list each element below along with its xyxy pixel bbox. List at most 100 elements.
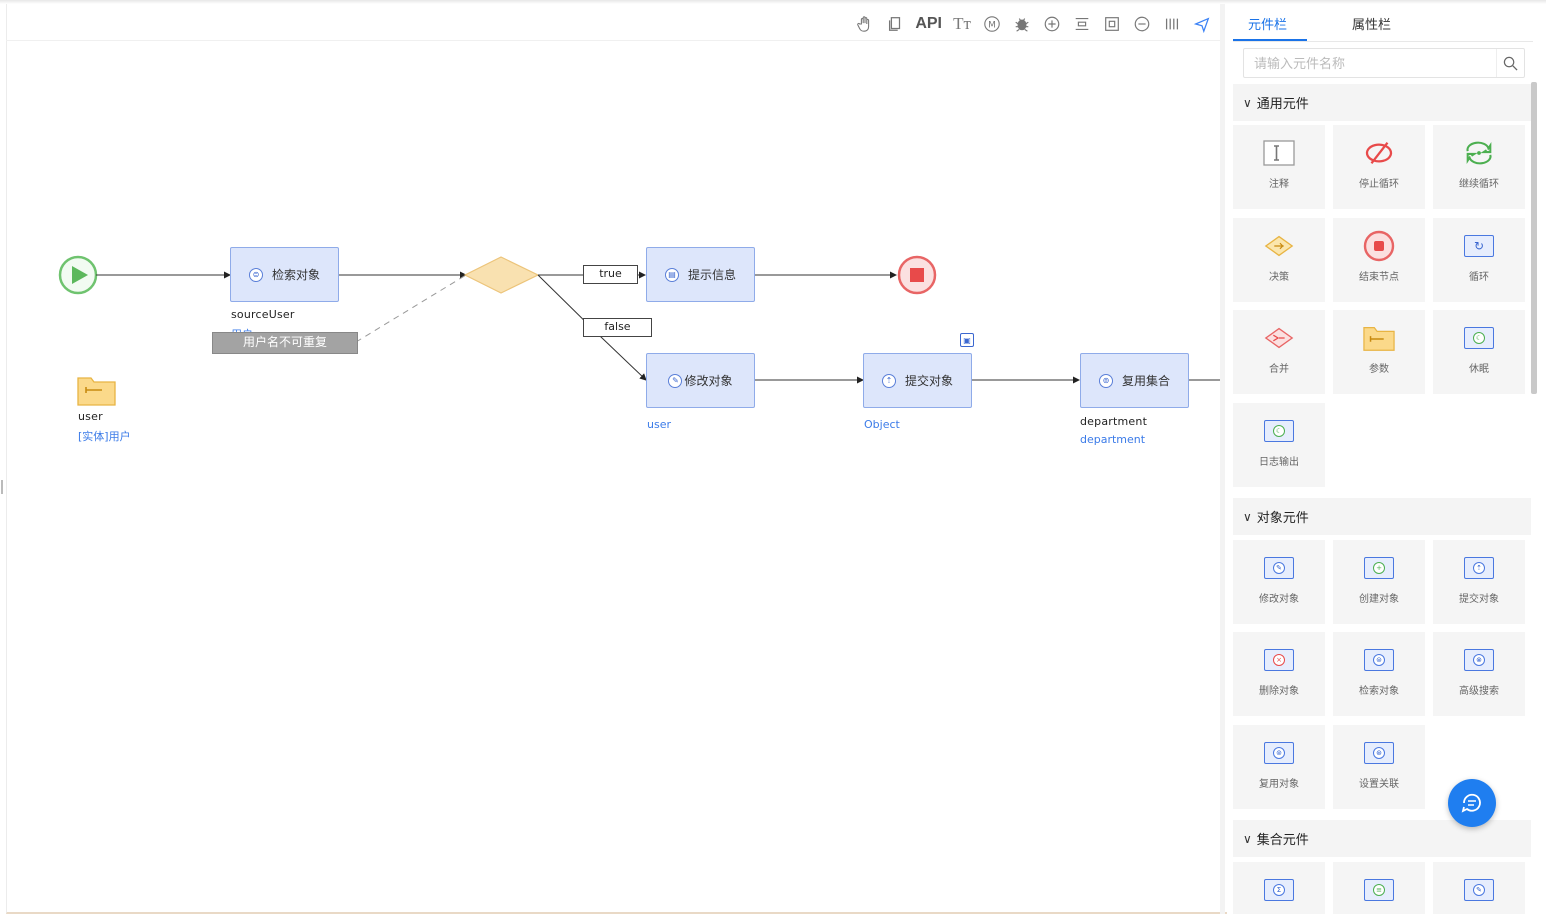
save-icon[interactable]: ▣ bbox=[960, 333, 974, 347]
section-title: 通用元件 bbox=[1256, 97, 1309, 112]
edge-label-false: false bbox=[583, 318, 652, 337]
component-set-association[interactable]: ⊛ 设置关联 bbox=[1333, 725, 1425, 809]
component-label: 提交对象 bbox=[1459, 594, 1499, 605]
component-collection-list[interactable]: ≡ bbox=[1333, 862, 1425, 914]
component-log-output[interactable]: ☾ 日志输出 bbox=[1233, 403, 1325, 487]
component-label: 复用对象 bbox=[1259, 779, 1299, 790]
component-label: 决策 bbox=[1269, 272, 1289, 283]
component-label: 创建对象 bbox=[1359, 594, 1399, 605]
component-comment[interactable]: 注释 bbox=[1233, 125, 1325, 209]
node-title: 检索对象 bbox=[271, 268, 320, 282]
panel-splitter[interactable] bbox=[1220, 4, 1225, 914]
reuse-icon: ⊚ bbox=[1263, 739, 1295, 767]
panel-tabs: 元件栏 属性栏 bbox=[1233, 4, 1533, 42]
component-advanced-search[interactable]: ⊗ 高级搜索 bbox=[1433, 632, 1525, 716]
retrieve-object-node[interactable]: ⊜ 检索对象 bbox=[230, 247, 339, 302]
text-format-icon[interactable]: Tт bbox=[953, 14, 971, 33]
edit-icon: ✎ bbox=[1463, 876, 1495, 904]
component-loop[interactable]: ↻ 循环 bbox=[1433, 218, 1525, 302]
stop-loop-icon bbox=[1363, 139, 1395, 167]
zoom-in-icon[interactable] bbox=[1042, 13, 1062, 35]
component-create-object[interactable]: + 创建对象 bbox=[1333, 540, 1425, 624]
commit-object-node[interactable]: ⇡ 提交对象 bbox=[863, 353, 972, 408]
assistant-fab-button[interactable] bbox=[1448, 779, 1496, 827]
edge-label-true: true bbox=[583, 265, 638, 284]
hand-icon[interactable] bbox=[855, 13, 875, 35]
sleep-icon: ☾ bbox=[1463, 324, 1495, 352]
top-shadow bbox=[0, 0, 1546, 4]
notify-message-node[interactable]: ▤ 提示信息 bbox=[646, 247, 755, 302]
component-label: 删除对象 bbox=[1259, 686, 1299, 697]
tab-properties[interactable]: 属性栏 bbox=[1352, 18, 1392, 33]
node-var-label: sourceUser bbox=[231, 308, 295, 321]
end-node-icon bbox=[1363, 230, 1395, 262]
node-type-label: Object bbox=[864, 418, 900, 431]
zoom-out-icon[interactable] bbox=[1132, 13, 1152, 35]
component-label: 休眠 bbox=[1469, 364, 1489, 375]
columns-icon[interactable] bbox=[1162, 13, 1182, 35]
m-icon[interactable]: M bbox=[982, 13, 1002, 35]
node-var-label: department bbox=[1080, 415, 1148, 428]
folder-icon bbox=[77, 377, 116, 406]
component-label: 停止循环 bbox=[1359, 179, 1399, 190]
sigma-icon: Σ bbox=[1263, 876, 1295, 904]
align-icon[interactable] bbox=[1072, 13, 1092, 35]
edit-icon: ✎ bbox=[1263, 554, 1295, 582]
api-button[interactable]: API bbox=[915, 15, 942, 32]
component-continue-loop[interactable]: 继续循环 bbox=[1433, 125, 1525, 209]
component-stop-loop[interactable]: 停止循环 bbox=[1333, 125, 1425, 209]
canvas-toolbar: API Tт M bbox=[855, 12, 1212, 36]
list-icon: ≡ bbox=[1363, 876, 1395, 904]
component-retrieve-object[interactable]: ⊜ 检索对象 bbox=[1333, 632, 1425, 716]
svg-text:M: M bbox=[988, 21, 996, 31]
param-type: [实体]用户 bbox=[78, 430, 131, 443]
section-general[interactable]: ∨ 通用元件 bbox=[1233, 84, 1531, 121]
flow-canvas[interactable]: API Tт M bbox=[6, 4, 1220, 914]
start-node[interactable] bbox=[58, 255, 98, 295]
component-label: 修改对象 bbox=[1259, 594, 1299, 605]
debug-bug-icon[interactable] bbox=[1012, 13, 1032, 35]
section-object[interactable]: ∨ 对象元件 bbox=[1233, 498, 1531, 535]
component-collection-sum[interactable]: Σ bbox=[1233, 862, 1325, 914]
node-type-label: user bbox=[647, 418, 671, 431]
node-title: 复用集合 bbox=[1121, 374, 1170, 388]
component-parameter[interactable]: 参数 bbox=[1333, 310, 1425, 394]
retrieve-icon: ⊜ bbox=[1363, 646, 1395, 674]
component-merge[interactable]: 合并 bbox=[1233, 310, 1325, 394]
component-reuse-object[interactable]: ⊚ 复用对象 bbox=[1233, 725, 1325, 809]
component-label: 检索对象 bbox=[1359, 686, 1399, 697]
component-collection-edit[interactable]: ✎ bbox=[1433, 862, 1525, 914]
annotation-link bbox=[355, 274, 467, 343]
modify-object-node[interactable]: ✎ 修改对象 bbox=[646, 353, 755, 408]
component-delete-object[interactable]: × 删除对象 bbox=[1233, 632, 1325, 716]
copy-icon[interactable] bbox=[885, 13, 905, 35]
edge-decision-false[interactable] bbox=[537, 274, 647, 381]
panel-scrollbar[interactable] bbox=[1531, 82, 1537, 394]
tab-components[interactable]: 元件栏 bbox=[1248, 18, 1288, 33]
component-end-node[interactable]: 结束节点 bbox=[1333, 218, 1425, 302]
reuse-icon: ⊚ bbox=[1098, 373, 1113, 388]
chevron-down-icon: ∨ bbox=[1243, 95, 1252, 110]
link-icon: ⊛ bbox=[1363, 739, 1395, 767]
parameter-node[interactable] bbox=[77, 374, 117, 410]
component-modify-object[interactable]: ✎ 修改对象 bbox=[1233, 540, 1325, 624]
assistant-icon bbox=[1461, 793, 1481, 813]
search-input[interactable] bbox=[1244, 49, 1484, 77]
decision-node[interactable] bbox=[463, 256, 540, 294]
upload-icon: ⇡ bbox=[1463, 554, 1495, 582]
left-splitter-grip[interactable] bbox=[1, 480, 3, 494]
component-decision[interactable]: 决策 bbox=[1233, 218, 1325, 302]
component-commit-object[interactable]: ⇡ 提交对象 bbox=[1433, 540, 1525, 624]
continue-loop-icon bbox=[1463, 139, 1495, 167]
component-label: 设置关联 bbox=[1359, 779, 1399, 790]
merge-icon bbox=[1263, 324, 1295, 352]
component-sleep[interactable]: ☾ 休眠 bbox=[1433, 310, 1525, 394]
active-tab-indicator bbox=[1233, 39, 1307, 41]
fit-icon[interactable] bbox=[1102, 13, 1122, 35]
node-type-label: department bbox=[1080, 433, 1146, 446]
end-node[interactable] bbox=[897, 255, 937, 295]
section-collection[interactable]: ∨ 集合元件 bbox=[1233, 820, 1531, 857]
send-icon[interactable] bbox=[1192, 13, 1212, 35]
search-icon[interactable] bbox=[1496, 49, 1524, 77]
reuse-collection-node[interactable]: ⊚ 复用集合 bbox=[1080, 353, 1189, 408]
